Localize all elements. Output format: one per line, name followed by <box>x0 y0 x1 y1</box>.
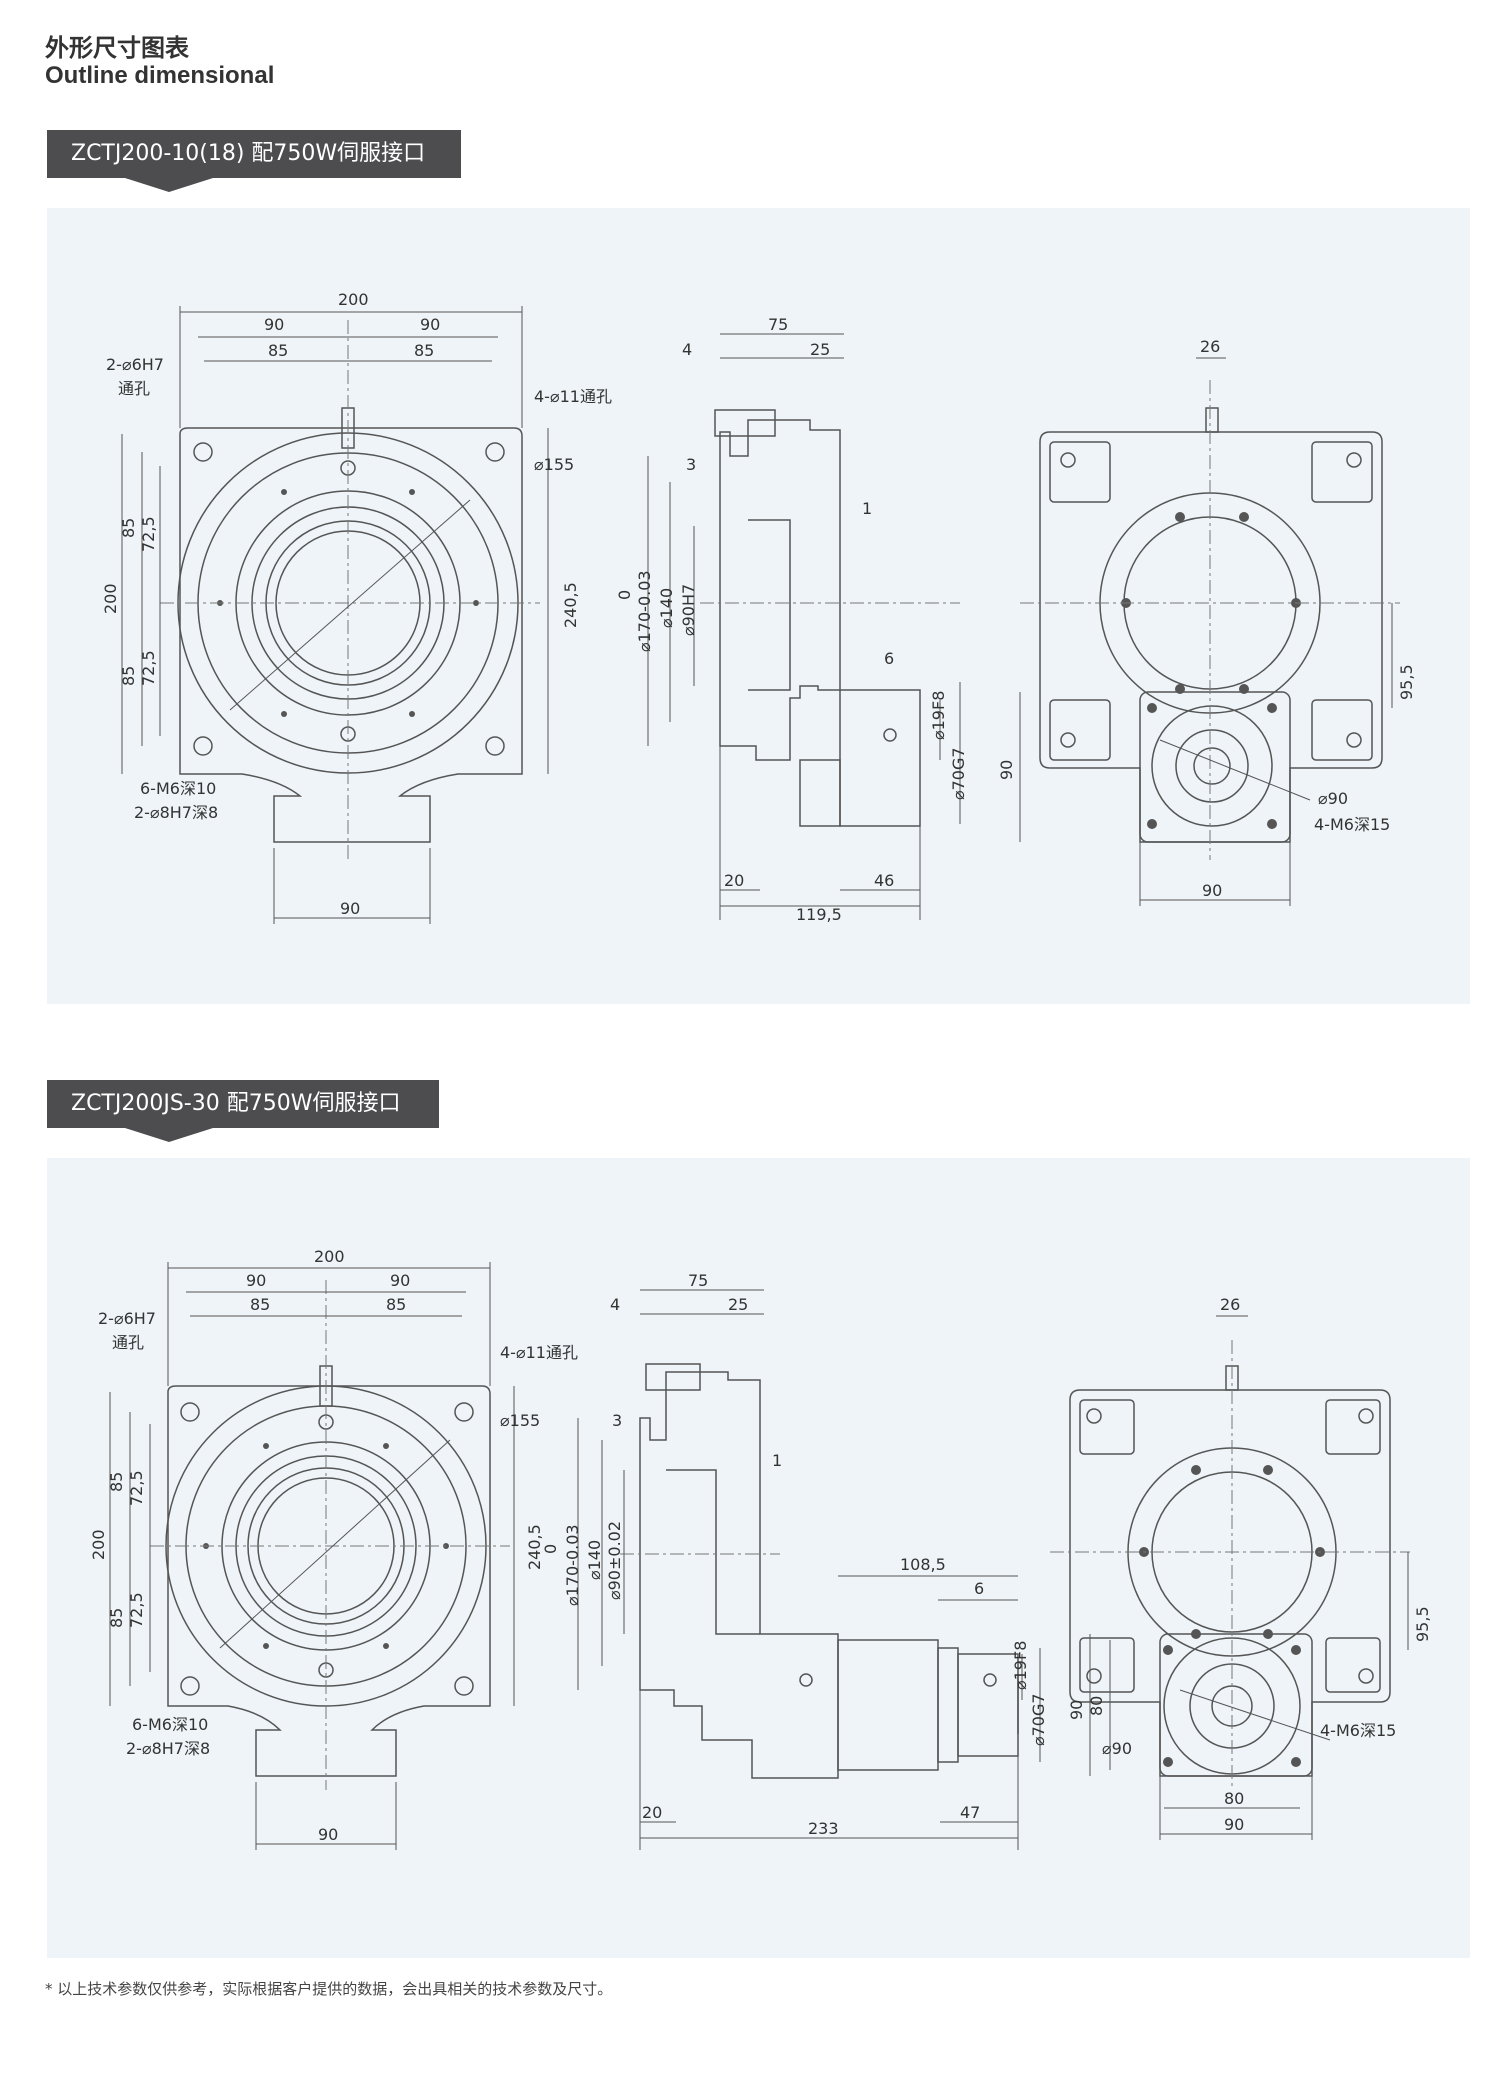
dim-label: 233 <box>808 1819 839 1838</box>
dim-label: 0 <box>541 1544 560 1554</box>
dim-label: 80 <box>1224 1789 1244 1808</box>
dim-label: 3 <box>612 1411 622 1430</box>
dim-label: 90 <box>390 1271 410 1290</box>
dim-label: 85 <box>250 1295 270 1314</box>
page-title: 外形尺寸图表 <box>45 34 189 62</box>
dim-label: 90 <box>1224 1815 1244 1834</box>
dim-label: 75 <box>768 315 788 334</box>
dim-label: 20 <box>642 1803 662 1822</box>
dim-label: 通孔 <box>112 1333 144 1352</box>
dim-label: 85 <box>268 341 288 360</box>
dim-label: ⌀90±0.02 <box>605 1521 624 1600</box>
dim-label: 6-M6深10 <box>132 1715 208 1734</box>
dim-label: ⌀70G7 <box>1029 1693 1048 1746</box>
dim-label: ⌀70G7 <box>949 747 968 800</box>
dim-label: 47 <box>960 1803 980 1822</box>
dim-label: 95,5 <box>1413 1606 1432 1642</box>
dim-label: 72,5 <box>127 1470 146 1506</box>
dim-label: 85 <box>119 518 138 538</box>
dim-label: ⌀19F8 <box>1011 1641 1030 1690</box>
dim-label: 90 <box>420 315 440 334</box>
dim-label: 85 <box>414 341 434 360</box>
dim-label: 通孔 <box>118 379 150 398</box>
dim-label: 4-M6深15 <box>1314 815 1390 834</box>
dim-label: 75 <box>688 1271 708 1290</box>
dim-label: ⌀170-0.03 <box>563 1524 582 1606</box>
dim-label: 4-⌀11通孔 <box>500 1343 578 1362</box>
dim-label: ⌀155 <box>534 455 574 474</box>
dim-label: 200 <box>101 583 120 614</box>
dim-label: 2-⌀8H7深8 <box>126 1739 210 1758</box>
dim-label: 4-M6深15 <box>1320 1721 1396 1740</box>
dim-label: ⌀140 <box>657 588 676 628</box>
dim-label: 85 <box>107 1608 126 1628</box>
dim-label: 90 <box>246 1271 266 1290</box>
dim-label: 95,5 <box>1397 664 1416 700</box>
dim-label: 72,5 <box>139 516 158 552</box>
dim-label: 2-⌀6H7 <box>98 1309 156 1328</box>
dim-label: ⌀90 <box>1318 789 1348 808</box>
dimension-labels-1: 200 90 90 85 85 2-⌀6H7 通孔 4-⌀11通孔 ⌀155 8… <box>101 290 1416 924</box>
dim-label: 72,5 <box>139 650 158 686</box>
technical-drawing-1: 200 90 90 85 85 2-⌀6H7 通孔 4-⌀11通孔 ⌀155 8… <box>101 290 1416 924</box>
dim-label: 26 <box>1200 337 1220 356</box>
dim-label: 0 <box>615 590 634 600</box>
dim-label: ⌀90H7 <box>679 584 698 636</box>
dim-label: 200 <box>314 1247 345 1266</box>
dim-label: 90 <box>264 315 284 334</box>
dim-label: 6-M6深10 <box>140 779 216 798</box>
dim-label: 20 <box>724 871 744 890</box>
page-subtitle: Outline dimensional <box>45 62 275 89</box>
dim-label: 108,5 <box>900 1555 946 1574</box>
dim-label: 90 <box>1202 881 1222 900</box>
dim-label: 200 <box>338 290 369 309</box>
dim-label: 2-⌀6H7 <box>106 355 164 374</box>
dim-label: ⌀170-0.03 <box>635 570 654 652</box>
dim-label: 240,5 <box>525 1524 544 1570</box>
dim-label: ⌀155 <box>500 1411 540 1430</box>
dim-label: 90 <box>997 760 1016 780</box>
footnote: * 以上技术参数仅供参考，实际根据客户提供的数据，会出具相关的技术参数及尺寸。 <box>45 1980 613 1998</box>
dim-label: 90 <box>340 899 360 918</box>
drawing-panel-1: 200 90 90 85 85 2-⌀6H7 通孔 4-⌀11通孔 ⌀155 8… <box>47 208 1470 1004</box>
dim-label: ⌀19F8 <box>929 691 948 740</box>
dim-label: 4-⌀11通孔 <box>534 387 612 406</box>
dim-label: 26 <box>1220 1295 1240 1314</box>
dim-label: 119,5 <box>796 905 842 924</box>
dim-label: 4 <box>682 340 692 359</box>
dim-label: 2-⌀8H7深8 <box>134 803 218 822</box>
dim-label: 240,5 <box>561 582 580 628</box>
dim-label: 1 <box>772 1451 782 1470</box>
dim-label: 85 <box>107 1472 126 1492</box>
dim-label: 4 <box>610 1295 620 1314</box>
dim-label: 46 <box>874 871 894 890</box>
dim-label: 6 <box>974 1579 984 1598</box>
dim-label: 6 <box>884 649 894 668</box>
dim-label: 25 <box>728 1295 748 1314</box>
model-tag-1: ZCTJ200-10(18) 配750W伺服接口 <box>47 130 461 192</box>
dim-label: ⌀140 <box>585 1540 604 1580</box>
dim-label: 85 <box>119 666 138 686</box>
dim-label: 80 <box>1087 1696 1106 1716</box>
dim-label: 72,5 <box>127 1592 146 1628</box>
dimension-labels-2: 200 90 90 85 85 2-⌀6H7 通孔 4-⌀11通孔 ⌀155 8… <box>89 1247 1432 1844</box>
dim-label: 1 <box>862 499 872 518</box>
drawing-panel-2: 200 90 90 85 85 2-⌀6H7 通孔 4-⌀11通孔 ⌀155 8… <box>47 1158 1470 1958</box>
dim-label: 3 <box>686 455 696 474</box>
dim-label: 85 <box>386 1295 406 1314</box>
dim-label: ⌀90 <box>1102 1739 1132 1758</box>
technical-drawing-2: 200 90 90 85 85 2-⌀6H7 通孔 4-⌀11通孔 ⌀155 8… <box>89 1247 1432 1850</box>
model-tag-2: ZCTJ200JS-30 配750W伺服接口 <box>47 1080 439 1142</box>
dim-label: 25 <box>810 340 830 359</box>
dim-label: 90 <box>318 1825 338 1844</box>
dim-label: 200 <box>89 1529 108 1560</box>
dim-label: 90 <box>1067 1700 1086 1720</box>
